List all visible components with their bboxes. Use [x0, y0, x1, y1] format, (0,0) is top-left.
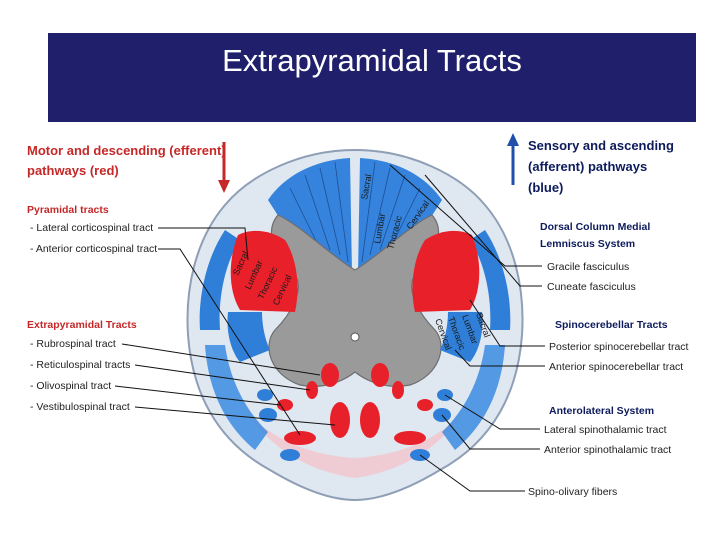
motor-heading-line1: Motor and descending (efferent)	[27, 143, 226, 158]
lateral-corticospinal-right	[412, 230, 480, 312]
left-blue-tract-upper	[199, 230, 240, 330]
extrapyramidal-item-reticulospinal: - Reticulospinal tracts	[30, 359, 130, 371]
pyramidal-item-lateral: - Lateral corticospinal tract	[30, 222, 153, 234]
right-blue-tract-upper	[470, 230, 511, 330]
anterolateral-heading: Anterolateral System	[549, 405, 654, 417]
descending-arrow-icon	[218, 142, 230, 193]
dorsal-column-left	[268, 158, 352, 275]
extrapyramidal-tracts	[277, 363, 433, 445]
dcml-heading-line1: Dorsal Column Medial	[540, 221, 650, 233]
motor-heading-line2: pathways (red)	[27, 163, 119, 178]
spinocerebellar-item-anterior: Anterior spinocerebellar tract	[549, 361, 683, 373]
olivospinal-right	[417, 399, 433, 411]
right-leader-lines	[389, 164, 545, 492]
anterolateral-item-lateral: Lateral spinothalamic tract	[544, 424, 667, 436]
left-blue-tract-lower	[205, 345, 268, 450]
spinocerebellar-left	[227, 312, 270, 362]
reticulospinal-left	[306, 381, 318, 399]
extrapyramidal-item-vestibulospinal: - Vestibulospinal tract	[30, 401, 130, 413]
spinocerebellar-right	[440, 312, 483, 362]
ascending-arrow-icon	[507, 133, 519, 185]
pyramidal-heading: Pyramidal tracts	[27, 204, 109, 216]
anterior-corticospinal-left	[284, 431, 316, 445]
sensory-heading-line1: Sensory and ascending	[528, 138, 674, 153]
dorsal-seg-sacral: Sacral	[359, 173, 373, 200]
page-title: Extrapyramidal Tracts	[222, 43, 522, 78]
extrapyramidal-heading: Extrapyramidal Tracts	[27, 319, 137, 331]
rubrospinal-left	[321, 363, 339, 387]
sensory-heading-line2: (afferent) pathways	[528, 159, 647, 174]
dorsal-column-fibers	[289, 161, 421, 263]
dcml-item-cuneate: Cuneate fasciculus	[547, 281, 636, 293]
spino-olivary-label: Spino-olivary fibers	[528, 486, 617, 498]
pyramidal-item-anterior: - Anterior corticospinal tract	[30, 243, 157, 255]
extrapyramidal-item-rubrospinal: - Rubrospinal tract	[30, 338, 116, 350]
left-leader-lines	[114, 227, 336, 436]
dcml-heading-line2: Lemniscus System	[540, 238, 635, 250]
vestibulospinal-right	[360, 402, 380, 438]
dorsal-column-right	[358, 158, 442, 275]
central-canal	[350, 332, 360, 342]
right-blue-tract-lower	[442, 345, 505, 450]
anterior-corticospinal-right	[394, 431, 426, 445]
olivospinal-left	[277, 399, 293, 411]
spinocerebellar-heading: Spinocerebellar Tracts	[555, 319, 668, 331]
sensory-heading-line3: (blue)	[528, 180, 563, 195]
spinocerebellar-item-posterior: Posterior spinocerebellar tract	[549, 341, 689, 353]
dcml-item-gracile: Gracile fasciculus	[547, 261, 629, 273]
title-bar: Extrapyramidal Tracts	[48, 33, 696, 122]
extrapyramidal-item-olivospinal: - Olivospinal tract	[30, 380, 111, 392]
rubrospinal-right	[371, 363, 389, 387]
reticulospinal-right	[392, 381, 404, 399]
anterolateral-item-anterior: Anterior spinothalamic tract	[544, 444, 671, 456]
vestibulospinal-left	[330, 402, 350, 438]
